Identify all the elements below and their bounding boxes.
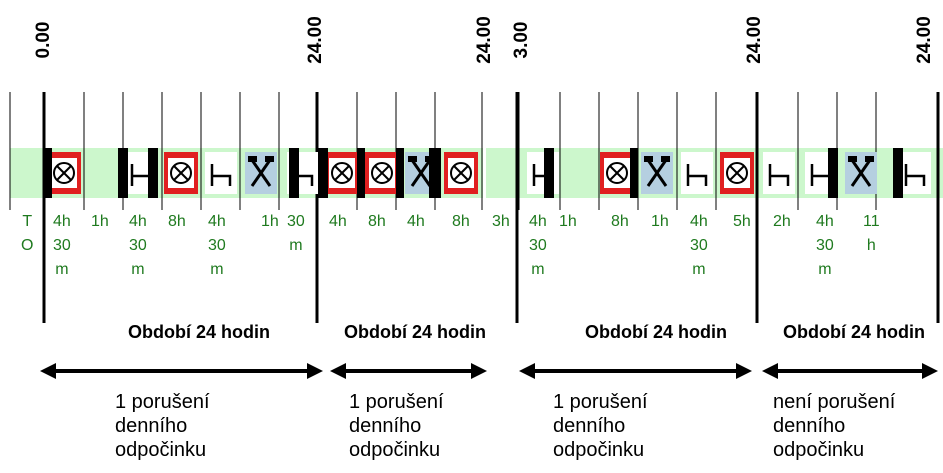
hammers-icon xyxy=(265,156,274,162)
steering-wheel-icon xyxy=(609,165,625,181)
period-arrow xyxy=(762,363,778,379)
hammers-icon xyxy=(410,159,432,187)
duration-label: 4h xyxy=(329,213,347,230)
block-end-bar xyxy=(289,148,299,198)
block-end-bar xyxy=(828,148,838,198)
hammers-icon xyxy=(865,156,874,162)
duration-label: 4h xyxy=(407,213,425,230)
steering-wheel-icon xyxy=(170,162,192,184)
duration-label: 1h xyxy=(559,213,577,230)
steering-wheel-icon xyxy=(173,165,189,181)
duration-label: 3h xyxy=(492,213,510,230)
axis-label-1: 24.00 xyxy=(305,16,326,64)
bed-icon xyxy=(210,164,232,186)
axis-label-5: 24.00 xyxy=(914,16,935,64)
steering-wheel-icon xyxy=(374,165,390,181)
duration-label: T O xyxy=(21,213,34,254)
steering-wheel-icon xyxy=(334,165,350,181)
duration-label: 1h xyxy=(651,213,669,230)
hammers-icon xyxy=(646,159,668,187)
period-arrow xyxy=(922,363,938,379)
block-end-bar xyxy=(44,148,52,198)
violation-note: není porušení denního odpočinku xyxy=(773,391,896,461)
period-arrow xyxy=(471,363,487,379)
steering-wheel-icon xyxy=(726,162,748,184)
duration-label: 1h xyxy=(91,213,109,230)
duration-label: 4h 30 m xyxy=(208,213,226,278)
rest-block xyxy=(763,152,795,194)
axis-label-4: 24.00 xyxy=(744,16,765,64)
duration-label: 4h 30 m xyxy=(129,213,147,278)
period-label: Období 24 hodin xyxy=(783,322,925,342)
steering-wheel-icon xyxy=(371,162,393,184)
steering-wheel-icon xyxy=(331,162,353,184)
duration-label: 4h 30 m xyxy=(529,213,547,278)
steering-wheel-icon xyxy=(56,165,72,181)
block-end-bar xyxy=(318,148,328,198)
rest-block xyxy=(899,152,931,194)
block-end-bar xyxy=(118,148,128,198)
steering-wheel-icon xyxy=(450,162,472,184)
block-end-bar xyxy=(630,148,638,198)
steering-wheel-icon xyxy=(453,165,469,181)
rest-block xyxy=(205,152,237,194)
hammers-icon xyxy=(408,156,417,162)
hammers-icon xyxy=(248,156,257,162)
axis-label-0: 0.00 xyxy=(33,21,54,59)
block-end-bar xyxy=(429,148,441,198)
hammers-icon xyxy=(644,156,653,162)
duration-label: 4h 30 m xyxy=(816,213,834,278)
block-end-bar xyxy=(357,148,365,198)
period-label: Období 24 hodin xyxy=(585,322,727,342)
period-arrow xyxy=(307,363,323,379)
steering-wheel-icon xyxy=(53,162,75,184)
axis-label-3: 3.00 xyxy=(511,21,532,59)
duration-label: 2h xyxy=(773,213,791,230)
violation-note: 1 porušení denního odpočinku xyxy=(115,391,210,461)
period-label: Období 24 hodin xyxy=(128,322,270,342)
duration-label: 5h xyxy=(733,213,751,230)
block-end-bar xyxy=(396,148,404,198)
duration-label: 1h xyxy=(261,213,279,230)
violation-note: 1 porušení denního odpočinku xyxy=(349,391,444,461)
hammers-icon xyxy=(661,156,670,162)
bed-icon xyxy=(768,164,790,186)
violation-note: 1 porušení denního odpočinku xyxy=(553,391,648,461)
period-arrow xyxy=(40,363,56,379)
period-label: Období 24 hodin xyxy=(344,322,486,342)
rest-block xyxy=(527,152,559,194)
duration-label: 8h xyxy=(611,213,629,230)
hammers-icon xyxy=(850,159,872,187)
duration-label: 30 m xyxy=(287,213,305,254)
bed-icon xyxy=(686,164,708,186)
block-end-bar xyxy=(148,148,158,198)
steering-wheel-icon xyxy=(606,162,628,184)
block-end-bar xyxy=(893,148,903,198)
duration-label: 8h xyxy=(368,213,386,230)
hammers-icon xyxy=(848,156,857,162)
duration-label: 4h 30 m xyxy=(690,213,708,278)
period-arrow xyxy=(519,363,535,379)
period-arrow xyxy=(736,363,752,379)
block-end-bar xyxy=(544,148,554,198)
duration-label: 8h xyxy=(168,213,186,230)
hammers-icon xyxy=(250,159,272,187)
rest-block xyxy=(681,152,713,194)
timeline-band xyxy=(486,148,516,198)
duration-label: 4h 30 m xyxy=(53,213,71,278)
axis-label-2: 24.00 xyxy=(474,16,495,64)
period-arrow xyxy=(330,363,346,379)
bed-icon xyxy=(904,164,926,186)
steering-wheel-icon xyxy=(729,165,745,181)
duration-label: 11 h xyxy=(863,213,880,254)
duration-label: 8h xyxy=(452,213,470,230)
